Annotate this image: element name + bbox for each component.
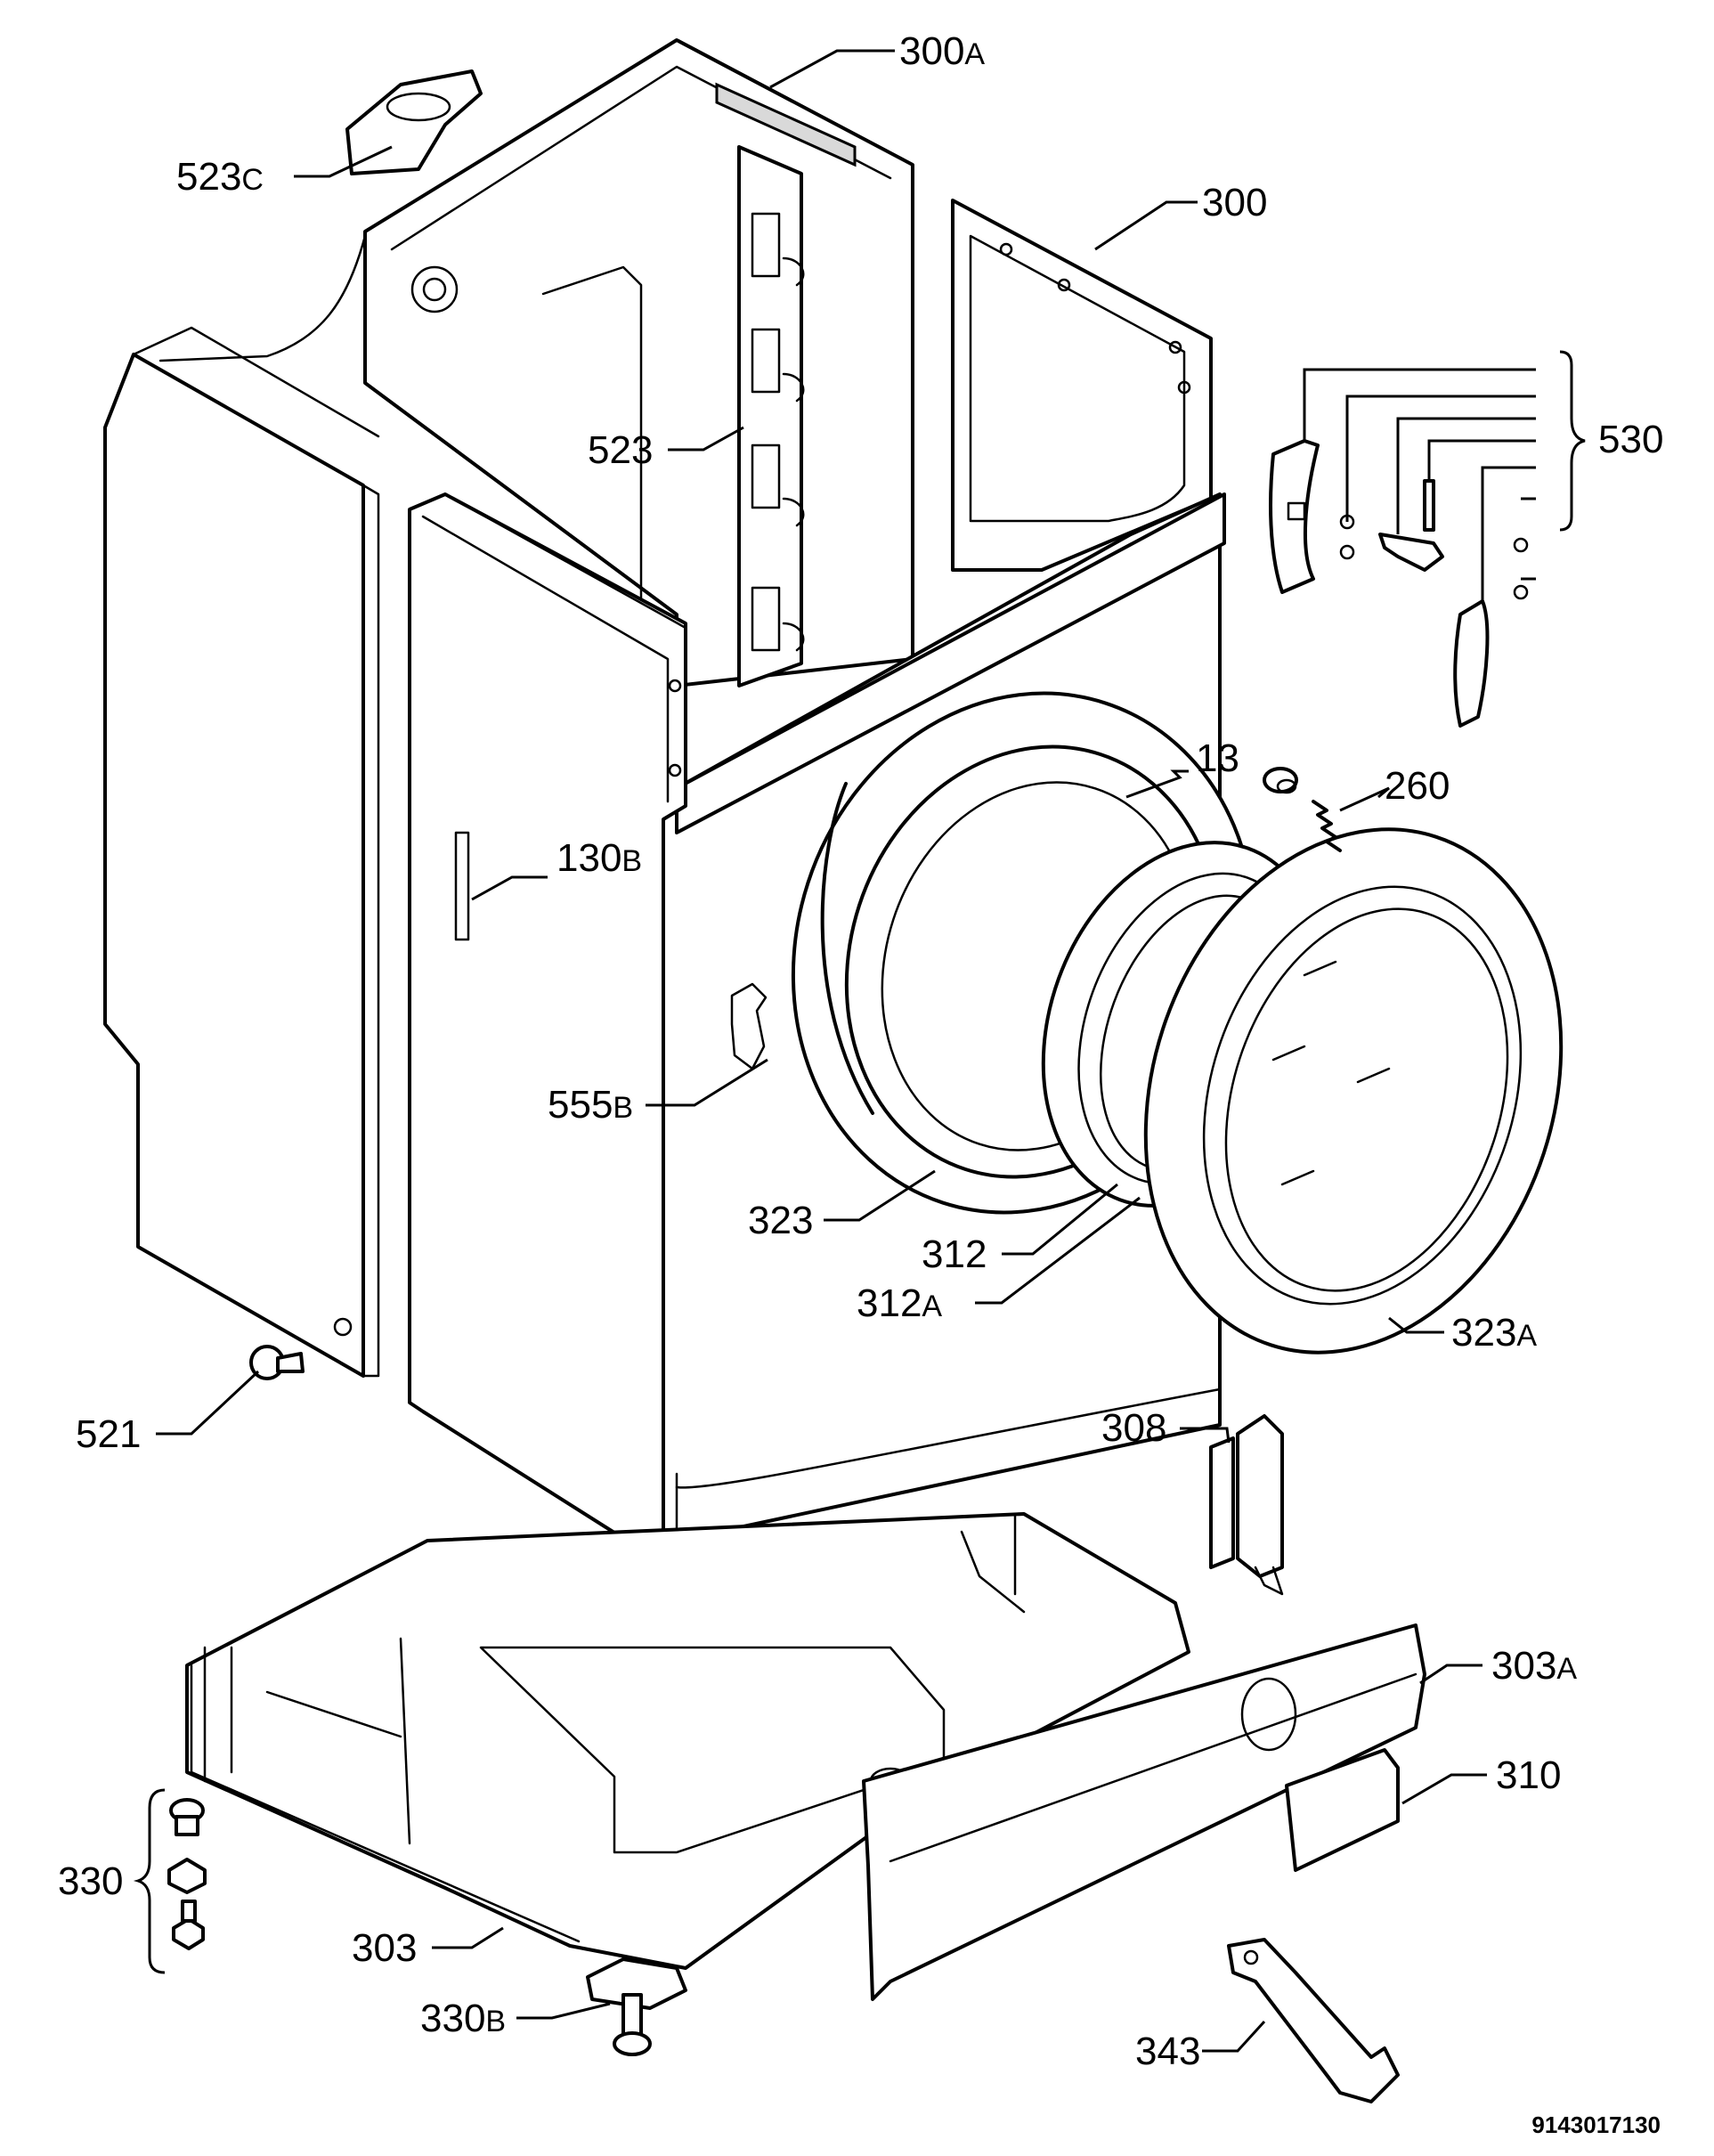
part-labels: 300A 300 523C 523 530 13 260 130B 555B 3… — [58, 29, 1663, 2138]
part-label-260: 260 — [1385, 764, 1450, 808]
part-label-300a: 300A — [899, 29, 985, 73]
knob-13 — [1263, 767, 1298, 794]
hinge-308 — [1209, 1414, 1284, 1596]
feet-hardware-330 — [133, 1788, 207, 1974]
leader-lines — [156, 49, 1487, 2053]
foot-330b — [586, 1957, 687, 2056]
part-label-530: 530 — [1598, 418, 1663, 461]
door-outer-323a — [1143, 827, 1564, 1355]
part-label-330: 330 — [58, 1859, 123, 1903]
spring-260 — [1312, 800, 1342, 852]
wrench-343 — [1227, 1938, 1400, 2103]
part-label-323: 323 — [748, 1199, 813, 1242]
rear-strip-523 — [737, 145, 805, 687]
part-label-523c: 523C — [176, 155, 264, 199]
side-panel-front — [408, 492, 768, 1551]
part-label-303: 303 — [352, 1926, 417, 1970]
part-label-300: 300 — [1202, 181, 1267, 224]
part-label-330b: 330B — [420, 1997, 506, 2040]
clip-523c — [345, 69, 483, 175]
part-label-555b: 555B — [548, 1083, 633, 1127]
part-label-13: 13 — [1196, 736, 1239, 780]
part-label-343: 343 — [1135, 2030, 1200, 2073]
part-label-130b: 130B — [556, 836, 642, 880]
part-label-312a: 312A — [857, 1281, 942, 1325]
part-label-308: 308 — [1101, 1406, 1166, 1450]
rear-frame-300 — [951, 199, 1213, 572]
screw-521 — [249, 1345, 305, 1380]
side-panel-left — [103, 326, 380, 1378]
part-label-312: 312 — [922, 1233, 987, 1276]
part-label-323a: 323A — [1451, 1311, 1537, 1355]
door-lock-530 — [1269, 350, 1586, 728]
part-label-521: 521 — [76, 1412, 141, 1456]
part-label-303a: 303A — [1491, 1644, 1577, 1688]
part-label-523: 523 — [588, 428, 653, 472]
drawing-number: 9143017130 — [1531, 2111, 1661, 2138]
base-frame-303 — [185, 1512, 1190, 1970]
part-label-310: 310 — [1496, 1753, 1561, 1797]
cover-310 — [1285, 1748, 1400, 1872]
plinth-303a — [862, 1623, 1426, 2001]
